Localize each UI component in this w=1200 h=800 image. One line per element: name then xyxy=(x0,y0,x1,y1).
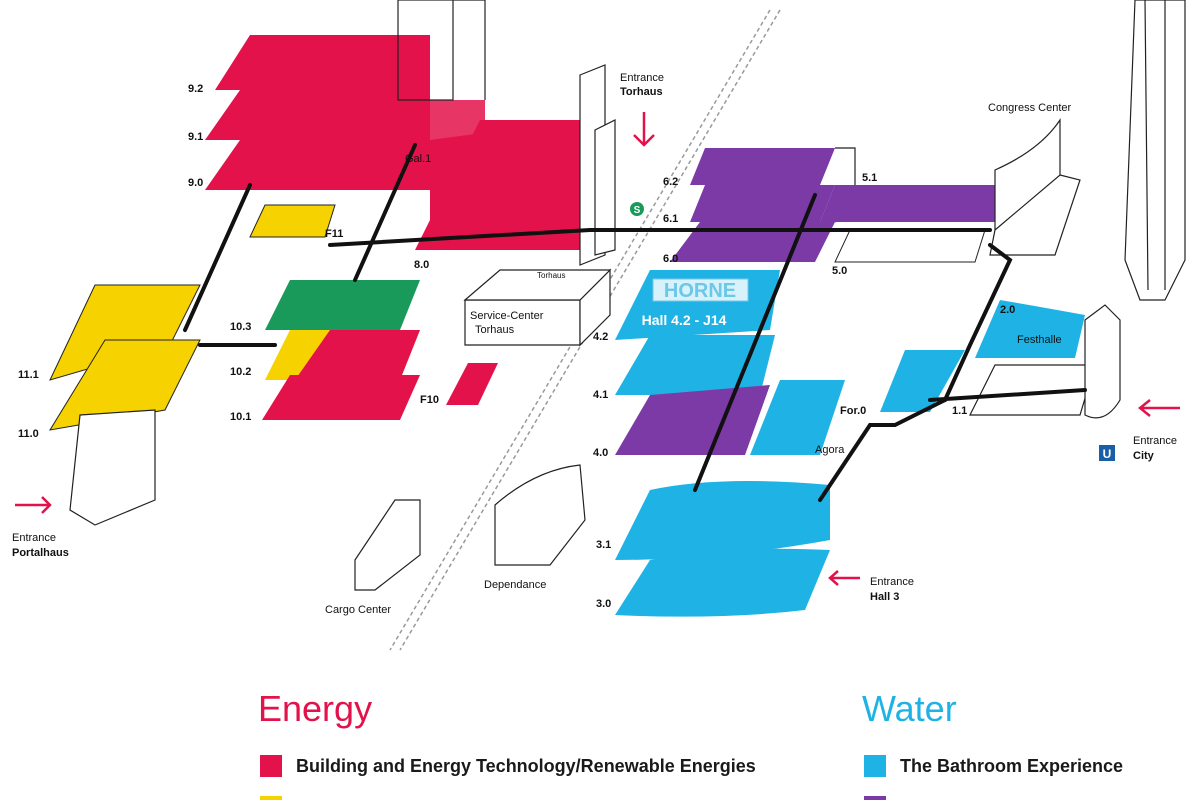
cargo-center-building xyxy=(354,499,421,591)
entrance-labels: Entrance Torhaus Entrance Portalhaus Ent… xyxy=(12,72,1177,603)
svg-text:F11: F11 xyxy=(325,228,343,240)
svg-text:Agora: Agora xyxy=(815,444,845,456)
legend-label-energy: Building and Energy Technology/Renewable… xyxy=(296,755,756,776)
svg-text:Dependance: Dependance xyxy=(484,579,546,591)
festhalle-building[interactable] xyxy=(975,300,1085,358)
svg-text:9.0: 9.0 xyxy=(188,177,203,189)
legend-heading-energy: Energy xyxy=(258,688,373,729)
legend-swatch-purple-partial xyxy=(864,796,886,800)
svg-text:10.1: 10.1 xyxy=(230,411,251,423)
svg-text:Service-Center: Service-Center xyxy=(470,310,544,322)
svg-text:Hall 3: Hall 3 xyxy=(870,591,899,603)
svg-text:Festhalle: Festhalle xyxy=(1017,334,1062,346)
legend-item-energy: Building and Energy Technology/Renewable… xyxy=(260,755,756,777)
svg-text:Entrance: Entrance xyxy=(12,532,56,544)
legend-heading-water: Water xyxy=(862,688,957,729)
hall-f10[interactable] xyxy=(446,363,498,405)
svg-text:S: S xyxy=(634,205,641,216)
legend-label-water: The Bathroom Experience xyxy=(900,755,1124,776)
hall-10-building[interactable] xyxy=(262,280,420,420)
svg-text:6.2: 6.2 xyxy=(663,176,678,188)
svg-text:For.0: For.0 xyxy=(840,405,866,417)
svg-text:Torhaus: Torhaus xyxy=(475,324,515,336)
torhaus-tower xyxy=(579,64,616,266)
svg-text:5.0: 5.0 xyxy=(832,265,847,277)
svg-text:11.0: 11.0 xyxy=(18,428,39,440)
hall-3-building[interactable] xyxy=(615,481,830,617)
legend-swatch-yellow-partial xyxy=(260,796,282,800)
exhibitor-location: Hall 4.2 - J14 xyxy=(642,312,727,328)
dependance-building xyxy=(494,464,586,566)
svg-text:6.0: 6.0 xyxy=(663,253,678,265)
svg-text:Portalhaus: Portalhaus xyxy=(12,547,69,559)
svg-text:F10: F10 xyxy=(420,394,439,406)
tower-outline xyxy=(397,0,486,101)
svg-text:3.0: 3.0 xyxy=(596,598,611,610)
hall-labels: 9.2 9.1 9.0 8.0 F11 11.1 11.0 10.3 10.2 … xyxy=(18,83,1015,610)
hall-for0[interactable] xyxy=(880,350,965,412)
svg-text:4.2: 4.2 xyxy=(593,331,608,343)
svg-text:10.2: 10.2 xyxy=(230,366,251,378)
svg-text:City: City xyxy=(1133,450,1155,462)
svg-text:11.1: 11.1 xyxy=(18,369,39,381)
svg-text:2.0: 2.0 xyxy=(1000,304,1015,316)
svg-text:1.1: 1.1 xyxy=(952,405,967,417)
svg-text:9.2: 9.2 xyxy=(188,83,203,95)
svg-text:Entrance: Entrance xyxy=(870,576,914,588)
svg-text:9.1: 9.1 xyxy=(188,131,203,143)
legend-swatch-water xyxy=(864,755,886,777)
svg-text:5.1: 5.1 xyxy=(862,172,877,184)
arrow-icon xyxy=(15,112,1180,586)
svg-text:Congress Center: Congress Center xyxy=(988,102,1071,114)
s-bahn-badge: S xyxy=(630,202,644,216)
svg-text:U: U xyxy=(1103,447,1112,461)
svg-text:4.0: 4.0 xyxy=(593,447,608,459)
congress-center-building xyxy=(989,118,1081,256)
svg-text:6.1: 6.1 xyxy=(663,213,678,225)
svg-text:Entrance: Entrance xyxy=(1133,435,1177,447)
svg-text:3.1: 3.1 xyxy=(596,539,611,551)
legend-item-water: The Bathroom Experience xyxy=(864,755,1123,777)
hall-11-building[interactable] xyxy=(48,284,201,526)
svg-text:Gal.1: Gal.1 xyxy=(405,153,431,165)
hall-6-building[interactable] xyxy=(670,147,856,262)
svg-text:4.1: 4.1 xyxy=(593,389,608,401)
svg-text:10.3: 10.3 xyxy=(230,321,251,333)
hall-5-building[interactable] xyxy=(820,185,995,263)
svg-text:Torhaus: Torhaus xyxy=(537,271,565,280)
skyscraper xyxy=(1124,0,1186,301)
svg-text:Entrance: Entrance xyxy=(620,72,664,84)
svg-text:8.0: 8.0 xyxy=(414,259,429,271)
walkways xyxy=(183,143,1087,502)
place-labels: Gal.1 Congress Center Service-Center Tor… xyxy=(325,102,1071,616)
u-bahn-badge: U xyxy=(1099,445,1115,461)
service-center-building xyxy=(463,268,612,347)
hall-f11[interactable] xyxy=(249,204,336,238)
exhibitor-name: HORNE xyxy=(664,280,736,302)
agora-building[interactable] xyxy=(750,380,845,455)
svg-text:Torhaus: Torhaus xyxy=(620,86,663,98)
svg-text:Cargo Center: Cargo Center xyxy=(325,604,391,616)
legend-swatch-energy xyxy=(260,755,282,777)
hall-1-building xyxy=(969,304,1121,419)
hall-8-building[interactable] xyxy=(415,120,580,250)
exhibitor-callout[interactable]: HORNE Hall 4.2 - J14 xyxy=(642,278,749,328)
